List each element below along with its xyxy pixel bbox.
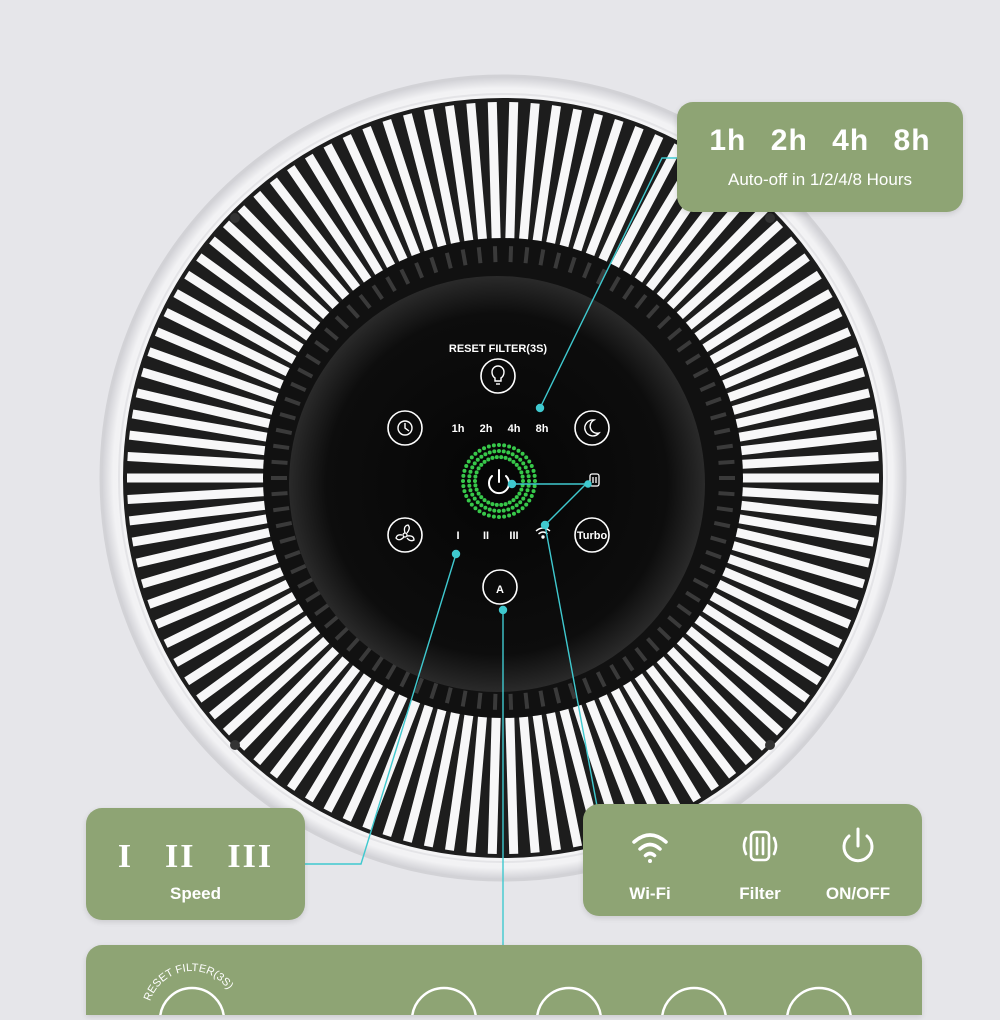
auto-label: A [496,584,504,596]
timer-callout-card: 1h 2h 4h 8h Auto-off in 1/2/4/8 Hours [677,102,963,212]
bulb-icon [491,365,505,385]
moon-icon [584,419,601,437]
panel-speed-1[interactable]: I [456,530,459,542]
power-glow-ring [461,443,537,519]
timer-option-1h: 1h [709,124,747,157]
timer-option-2h: 2h [770,124,808,157]
control-panel-disc [289,276,705,692]
callout-button-3 [535,986,603,1020]
speed-callout-card: I II III Speed [86,808,305,920]
speed-levels: I II III [86,838,305,876]
fan-icon [395,524,415,542]
panel-timer-1h[interactable]: 1h [452,423,465,435]
button-callout-card: RESET FILTER(3S) [86,945,922,1020]
panel-speed-3[interactable]: III [509,530,518,542]
timer-button[interactable] [387,410,423,446]
status-item-power: ON/OFF [803,804,913,916]
auto-button[interactable]: A [482,569,518,605]
panel-timer-2h[interactable]: 2h [480,423,493,435]
speed-caption: Speed [169,884,222,903]
callout-button-4 [660,986,728,1020]
speed-level-3: III [227,838,274,875]
button-row: RESET FILTER(3S) [142,962,853,1020]
wifi-label: Wi-Fi [629,884,671,903]
reset-filter-callout-label: RESET FILTER(3S) [142,962,236,1003]
reset-filter-label: RESET FILTER(3S) [449,343,548,355]
status-item-filter: Filter [705,804,815,916]
timer-caption: Auto-off in 1/2/4/8 Hours [728,170,912,189]
speed-level-1: I [117,838,134,875]
reset-filter-callout-button [158,986,226,1020]
panel-speed-2[interactable]: II [483,530,489,542]
status-item-wifi: Wi-Fi [595,804,705,916]
speed-level-2: II [165,838,196,875]
timer-option-8h: 8h [893,124,931,157]
power-icon [842,827,874,863]
power-label: ON/OFF [825,884,891,903]
panel-timer-8h[interactable]: 8h [536,423,549,435]
vent-grille [127,102,879,854]
wifi-icon [632,833,668,863]
panel-filter-icon [589,473,600,487]
clock-icon [397,420,413,436]
fan-button[interactable] [387,517,423,553]
turbo-label: Turbo [577,530,608,542]
filter-label: Filter [739,884,781,903]
sleep-button[interactable] [574,410,610,446]
timer-option-4h: 4h [832,124,870,157]
timer-options: 1h 2h 4h 8h [677,124,963,158]
callout-button-5 [785,986,853,1020]
turbo-button[interactable]: Turbo [574,517,610,553]
filter-icon [742,830,778,862]
callout-button-2 [410,986,478,1020]
inner-grille [271,246,735,710]
status-callout-card: Wi-Fi Filter ON/OFF [583,804,922,916]
reset-filter-button[interactable]: RESET FILTER(3S) [449,343,548,394]
panel-timer-4h[interactable]: 4h [508,423,521,435]
